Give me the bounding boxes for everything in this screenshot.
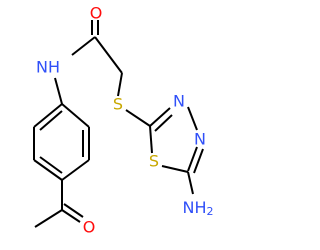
atom-n-ring-upper: N [173, 92, 185, 111]
bond-acetyl-c-ch3 [34, 209, 63, 228]
atom-nh2-amino: NH2 [183, 198, 214, 218]
bond-ch2-s [117, 72, 123, 97]
atom-o-amide-carbonyl: O [90, 4, 103, 23]
bond-s-ring-c [125, 109, 151, 127]
bond-benzene-6 [33, 103, 63, 128]
atom-nh2-subscript: 2 [207, 205, 214, 218]
bond-benzene-1 [61, 103, 90, 128]
atom-label-layer: O NH S N N S NH2 O [36, 4, 214, 237]
bond-benzene-6-inner [39, 110, 63, 131]
atom-s-ring: S [149, 152, 159, 171]
bond-amide-c-n [71, 36, 96, 56]
bond-ring-c5-s1 [161, 165, 189, 173]
molecule-structure: O NH S N N S NH2 O [33, 4, 214, 237]
bond-acetyl-c-o-2 [63, 203, 84, 218]
atom-nh-amide: NH [36, 58, 60, 77]
bond-amide-c-ch2 [94, 36, 123, 74]
bond-ring-c2-n3-double [154, 114, 173, 132]
bond-layer [33, 20, 204, 228]
bond-benzene-4-inner [39, 156, 63, 174]
bond-ring-c5-nh2 [187, 171, 194, 195]
bond-benzene-4 [33, 159, 63, 181]
atom-nh2-main: NH [183, 198, 207, 217]
bond-ring-s1-c2 [149, 125, 153, 154]
bond-ring-c2-n3 [149, 107, 171, 127]
atom-o-acetyl-carbonyl: O [83, 218, 96, 237]
atom-n-ring-lower: N [194, 130, 206, 149]
bond-benzene-3 [61, 159, 90, 181]
bond-nh-aryl [54, 77, 63, 105]
bond-ring-n3-n4 [187, 106, 198, 131]
bond-ring-n4-c5 [187, 146, 198, 172]
bond-ring-n4-c5-double [193, 148, 204, 174]
atom-s-thioether: S [113, 95, 123, 114]
bond-acetyl-c-o-1 [61, 209, 81, 223]
